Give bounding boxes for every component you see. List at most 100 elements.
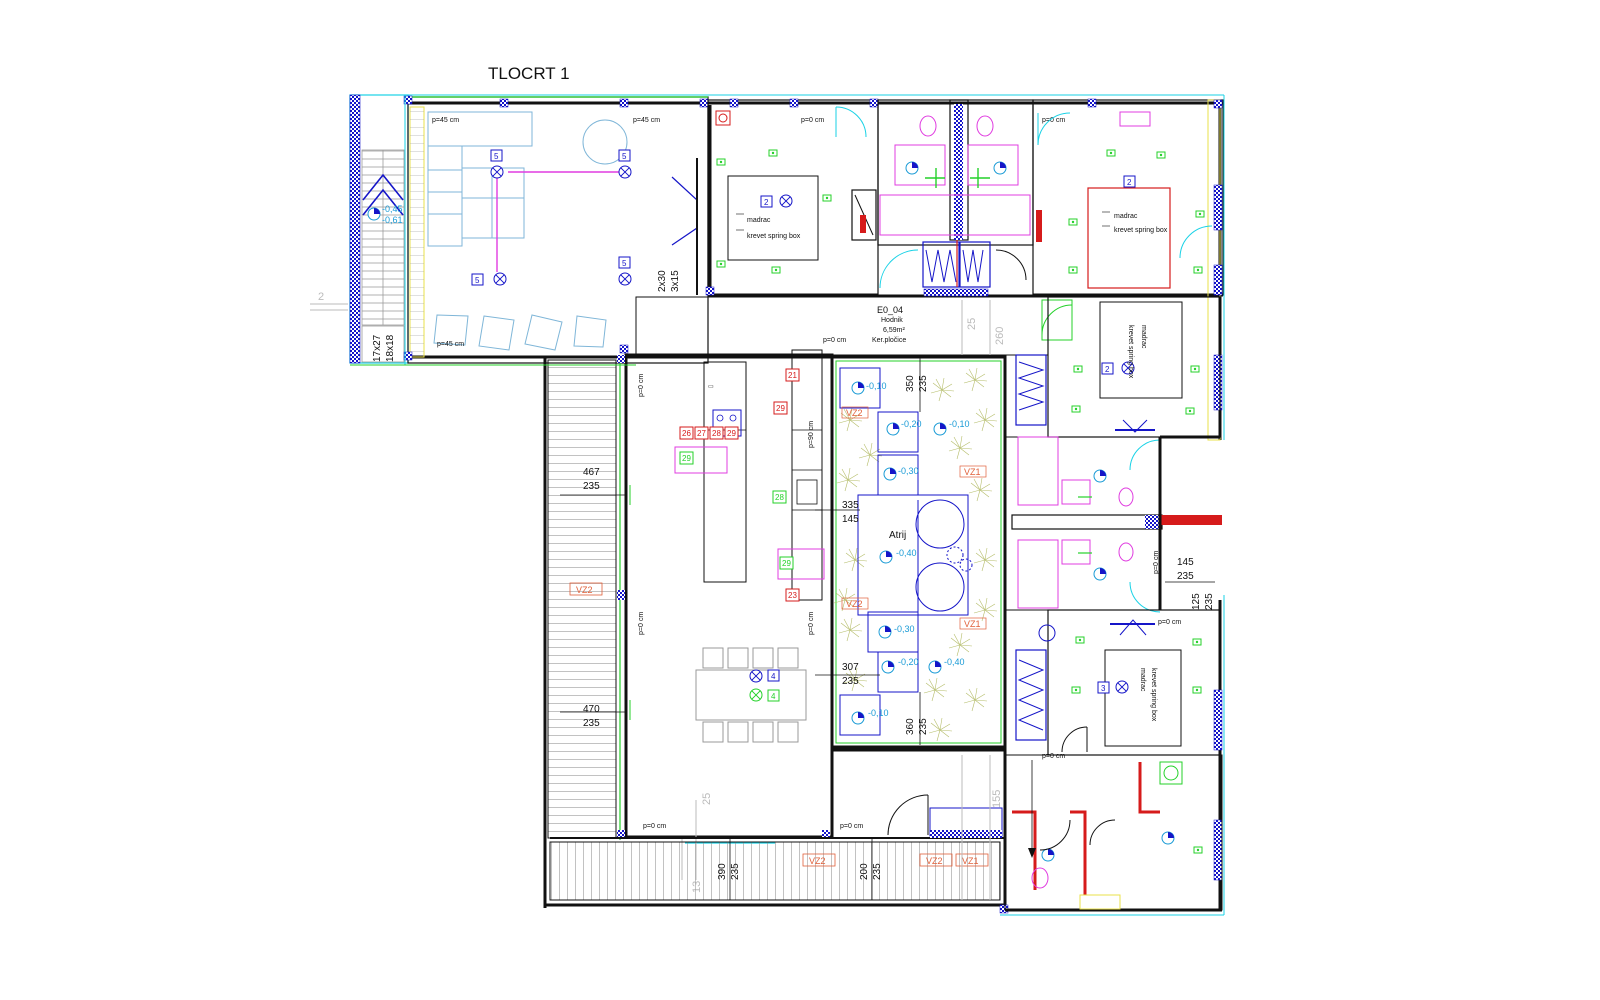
island-appliance-label: ▭ — [708, 384, 714, 390]
parapet-bath-east: p=0 cm — [1153, 551, 1160, 574]
zone-terrace-west: VZ2 — [576, 585, 593, 595]
tag-kitchen-28b: 28 — [775, 493, 784, 502]
atrium-level-8: -0,40 — [944, 657, 965, 667]
west-terrace: 467 235 470 235 VZ2 390 235 200 235 VZ2 … — [543, 358, 1005, 907]
dim-atrium-2-width: 307 — [842, 662, 859, 673]
bedroom-north-2: 2 madrac krevet spring box p=0 cm — [1032, 95, 1225, 441]
tag-kitchen-26: 26 — [682, 429, 691, 438]
tag-kitchen-29d: 29 — [782, 559, 791, 568]
atrium-level-5: -0,40 — [896, 548, 917, 558]
zone-atrium-3: VZ1 — [964, 467, 981, 477]
zone-terrace-south-3: VZ1 — [962, 856, 979, 866]
dim-terrace-2-width: 470 — [583, 704, 600, 715]
zone-atrium-4: VZ1 — [964, 619, 981, 629]
parapet-bedroom-1: p=0 cm — [801, 117, 824, 124]
dim-terrace-4-height: 235 — [872, 863, 883, 880]
dimension-level-2: 2 — [318, 291, 324, 303]
bedroom-east-1: 2 madrac krevet spring box — [1047, 296, 1221, 439]
bed-mattress-label-1: madrac — [747, 217, 771, 224]
atrium: Atrij -0,10 -0,20 -0,10 -0,30 -0,40 -0,3… — [815, 355, 1007, 749]
hallway-name: Hodnik — [881, 317, 903, 324]
dimension-kitchen-25: 25 — [701, 793, 713, 805]
tag-bedroom-4: 3 — [1101, 684, 1106, 693]
stair-dimension-bottom: 18x18 — [385, 334, 396, 362]
tag-kitchen-29b: 29 — [727, 429, 736, 438]
zone-atrium-1: VZ2 — [846, 408, 863, 418]
dimension-entry-155: 155 — [991, 790, 1003, 808]
parapet-kitchen-5: p=0 cm — [808, 612, 815, 635]
perimeter-lines — [350, 94, 1224, 908]
dim-terrace-3-height: 235 — [730, 863, 741, 880]
dim-bedroom-east-width: 145 — [1177, 557, 1194, 568]
tag-dining-2: 4 — [771, 692, 776, 701]
atrium-level-3: -0,10 — [949, 419, 970, 429]
stair-dimension-top: 17x27 — [372, 334, 383, 362]
atrium-name: Atrij — [889, 530, 906, 541]
parapet-hallway: p=0 cm — [823, 337, 846, 344]
hallway-floor: Ker.pločice — [872, 337, 906, 344]
dim-bedroom-east-2-width: 125 — [1191, 593, 1202, 610]
parapet-bedroom-east: p=0 cm — [1158, 619, 1181, 626]
dim-atrium-4-width: 360 — [905, 718, 916, 735]
dim-terrace-3-width: 390 — [717, 863, 728, 880]
bathroom-east: p=0 cm — [1003, 354, 1222, 910]
tag-kitchen-23: 23 — [788, 591, 797, 600]
bed-frame-label-4: krevet spring box — [1150, 668, 1157, 722]
dim-terrace-1-width: 467 — [583, 467, 600, 478]
bed-mattress-label-3: madrac — [1140, 325, 1147, 349]
level-stair-top: -0,45 — [382, 204, 403, 214]
atrium-level-6: -0,30 — [894, 624, 915, 634]
zone-atrium-2: VZ2 — [846, 599, 863, 609]
zone-terrace-south-2: VZ2 — [926, 856, 943, 866]
dim-terrace-1-height: 235 — [583, 481, 600, 492]
tag-living-2: 5 — [622, 152, 627, 161]
dim-bedroom-east-height: 235 — [1177, 571, 1194, 582]
dimension-hall-25: 25 — [966, 318, 978, 330]
dim-atrium-3-height: 235 — [918, 375, 929, 392]
atrium-level-1: -0,10 — [866, 381, 887, 391]
dim-terrace-4-width: 200 — [859, 863, 870, 880]
parapet-entry: p=0 cm — [840, 823, 863, 830]
dim-atrium-1-width: 335 — [842, 500, 859, 511]
dim-bedroom-east-2-height: 235 — [1204, 593, 1215, 610]
dim-atrium-3-width: 350 — [905, 375, 916, 392]
hallway-area: 6,59m² — [883, 327, 905, 334]
parapet-kitchen-4: p=90 cm — [808, 421, 815, 448]
column-dimension-top: 2x30 — [657, 270, 668, 292]
atrium-level-4: -0,30 — [898, 466, 919, 476]
hallway-code: E0_04 — [877, 305, 903, 315]
parapet-living-2: p=45 cm — [633, 117, 660, 124]
dim-terrace-2-height: 235 — [583, 718, 600, 729]
tag-kitchen-29a: 29 — [776, 404, 785, 413]
bathroom-south-east: p=0 cm — [1000, 753, 1224, 916]
bed-mattress-label-2: madrac — [1114, 213, 1138, 220]
bed-mattress-label-4: madrac — [1139, 668, 1146, 692]
plan-title: TLOCRT 1 — [488, 64, 570, 83]
staircase: 2 17x27 18x18 — [310, 94, 409, 364]
zone-terrace-south-1: VZ2 — [809, 856, 826, 866]
level-stair-bottom: -0,61 — [382, 215, 403, 225]
tag-bedroom-2: 2 — [1127, 178, 1132, 187]
tag-kitchen-21: 21 — [788, 371, 797, 380]
tag-bedroom-1: 2 — [764, 198, 769, 207]
column-dimension-bottom: 3x15 — [670, 270, 681, 292]
living-room: 5 5 5 5 -0,45 -0,61 p=45 cm p=45 cm p=45… — [367, 95, 709, 364]
dim-atrium-4-height: 235 — [918, 718, 929, 735]
dimension-hall-260: 260 — [994, 327, 1006, 345]
atrium-level-7: -0,20 — [898, 657, 919, 667]
parapet-living-1: p=45 cm — [432, 117, 459, 124]
bathroom-north — [851, 99, 1042, 289]
tag-kitchen-29c: 29 — [682, 454, 691, 463]
parapet-kitchen-3: p=0 cm — [643, 823, 666, 830]
parapet-bedroom-2: p=0 cm — [1042, 117, 1065, 124]
bed-frame-label-2: krevet spring box — [1114, 227, 1168, 234]
dim-atrium-1-height: 145 — [842, 514, 859, 525]
tag-dining-1: 4 — [771, 672, 776, 681]
parapet-living-3: p=45 cm — [437, 341, 464, 348]
tag-bedroom-3: 2 — [1105, 365, 1110, 374]
tag-kitchen-27: 27 — [697, 429, 706, 438]
atrium-level-2: -0,20 — [901, 419, 922, 429]
bed-frame-label-3: krevet spring box — [1127, 325, 1134, 379]
dim-atrium-2-height: 235 — [842, 676, 859, 687]
